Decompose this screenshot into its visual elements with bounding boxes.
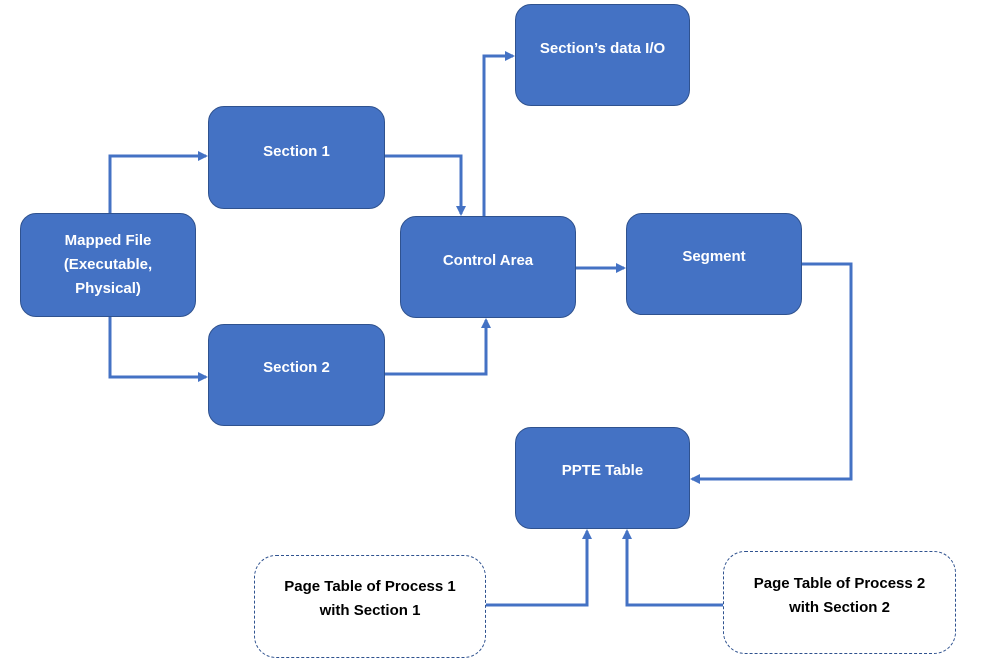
node-page-table-process-2: Page Table of Process 2 with Section 2 bbox=[723, 551, 956, 654]
edge-page-table-2-to-ppte-table bbox=[622, 529, 723, 607]
node-section-2: Section 2 bbox=[208, 324, 385, 426]
node-label: Section’s data I/O bbox=[539, 40, 666, 57]
node-mapped-file: Mapped File (Executable, Physical) bbox=[20, 213, 196, 317]
edge-mapped-file-to-section-1 bbox=[108, 151, 208, 213]
edge-page-table-1-to-ppte-table bbox=[486, 529, 592, 607]
node-label: Mapped File (Executable, Physical) bbox=[63, 232, 153, 297]
node-label: Section 2 bbox=[263, 359, 330, 376]
node-section-data-io: Section’s data I/O bbox=[515, 4, 690, 106]
node-segment: Segment bbox=[626, 213, 802, 315]
node-page-table-process-1: Page Table of Process 1 with Section 1 bbox=[254, 555, 486, 658]
node-control-area: Control Area bbox=[400, 216, 576, 318]
edge-control-area-to-section-data-io bbox=[482, 51, 515, 216]
node-label: Segment bbox=[682, 248, 746, 265]
edge-segment-to-ppte-table bbox=[690, 262, 853, 484]
node-label: Control Area bbox=[442, 252, 534, 269]
node-label: Page Table of Process 2 with Section 2 bbox=[753, 574, 926, 616]
node-label: PPTE Table bbox=[561, 462, 644, 479]
edge-mapped-file-to-section-2 bbox=[108, 317, 208, 382]
node-label: Section 1 bbox=[263, 142, 330, 160]
edge-section-2-to-control-area bbox=[385, 318, 491, 376]
node-label: Page Table of Process 1 with Section 1 bbox=[284, 577, 456, 619]
node-section-1: Section 1 bbox=[208, 106, 385, 209]
node-ppte-table: PPTE Table bbox=[515, 427, 690, 529]
edge-section-1-to-control-area bbox=[385, 154, 466, 216]
